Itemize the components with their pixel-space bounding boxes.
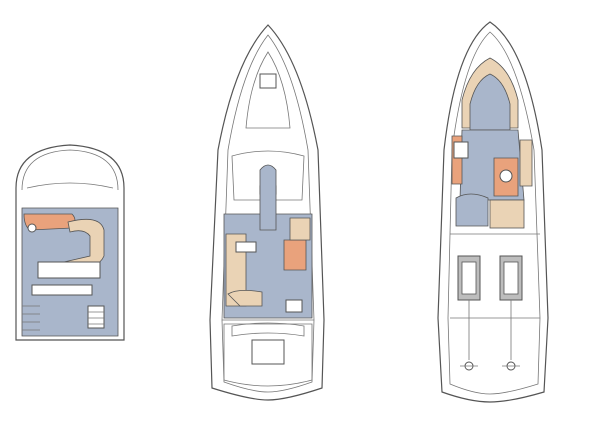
flybridge-deck-plan: [15, 144, 125, 341]
lower-deck-aft-cabin-bed: [455, 193, 489, 227]
lower-deck-aft-cabin-floor: [489, 199, 525, 229]
flybridge-hardtop: [21, 149, 119, 191]
propellers: [460, 361, 520, 371]
main-deck-dinette: [227, 290, 263, 307]
lower-deck-engine-room: [457, 255, 523, 360]
main-deck-plan: [209, 24, 325, 401]
main-deck-companionway: [259, 164, 277, 231]
main-deck-transom: [223, 323, 313, 387]
main-deck-windshield: [231, 150, 305, 201]
lower-deck-head: [453, 141, 469, 159]
main-deck-helm-seat: [283, 239, 307, 271]
flybridge-console: [37, 261, 101, 279]
flybridge-stern-steps: [22, 305, 40, 331]
lower-deck-plan: [437, 21, 549, 403]
main-deck-galley-counter: [289, 217, 311, 241]
flybridge-bench: [31, 284, 93, 296]
flybridge-ladder: [87, 305, 105, 329]
main-deck-hatch: [259, 73, 277, 89]
main-deck-foredeck-window: [245, 51, 291, 129]
main-deck-aft-bench: [231, 322, 305, 337]
main-deck-swim-step: [251, 339, 285, 365]
flybridge-wheel: [27, 223, 37, 233]
